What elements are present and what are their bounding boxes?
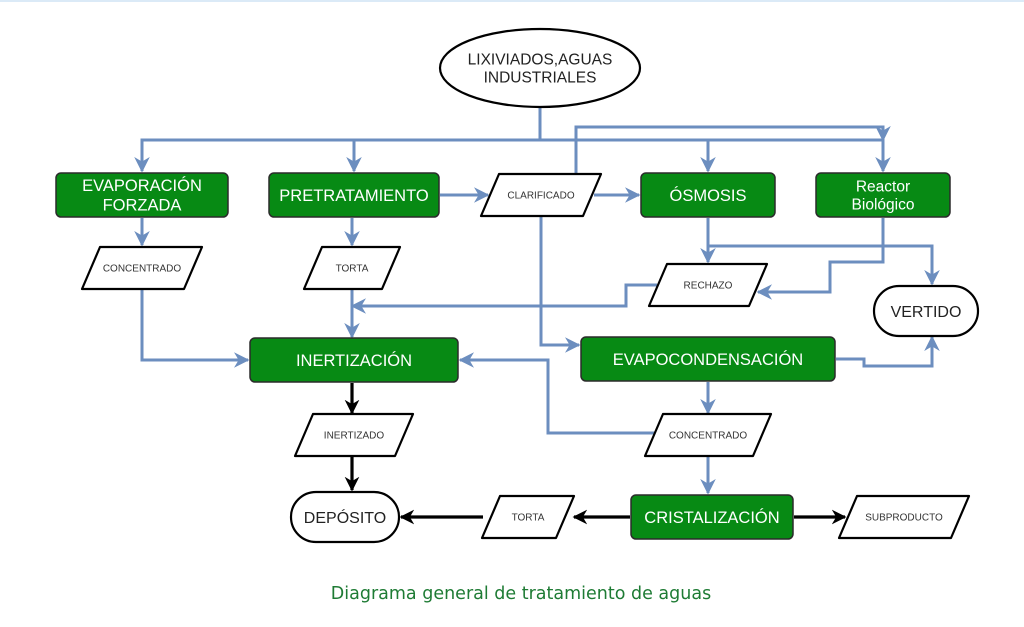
process-box [640,172,776,218]
node-osmosis: ÓSMOSIS [640,172,776,218]
node-pretratamiento: PRETRATAMIENTO [268,172,440,218]
edge-evapocondensacion-to-vertido [836,335,940,368]
edge-clarificado-to-reactor [574,125,891,174]
diagram-caption: Diagrama general de tratamiento de aguas [0,584,1024,604]
process-box [55,172,229,218]
data-parallelogram [643,412,773,458]
node-vertido: VERTIDO [872,284,980,338]
node-label: Reactor [856,178,910,195]
node-rechazo: RECHAZO [647,262,769,308]
node-label: CONCENTRADO [669,431,748,442]
node-evapocondensacion: EVAPOCONDENSACIÓN [580,336,836,382]
node-label: DEPÓSITO [304,508,386,527]
connectors [134,108,940,525]
node-inertizacion: INERTIZACIÓN [249,337,459,383]
data-parallelogram [293,412,415,458]
node-label: TORTA [512,513,545,524]
process-box [268,172,440,218]
data-parallelogram [80,245,204,291]
process-box [580,336,836,382]
node-torta1: TORTA [302,245,402,291]
node-label: INERTIZACIÓN [296,351,412,370]
terminal-shape [872,284,980,338]
edge-osmosis-to-vertido [708,244,940,286]
node-label: Biológico [852,197,915,214]
node-clarificado: CLARIFICADO [479,172,603,218]
caption-text: Diagrama general de tratamiento de aguas [330,584,712,604]
node-source: LIXIVIADOS,AGUAS INDUSTRIALES [438,27,642,109]
node-cristalizacion: CRISTALIZACIÓN [630,494,794,540]
data-parallelogram [480,494,576,540]
edge-concentrado1-to-inertizacion [140,290,250,368]
terminal-shape [289,490,401,544]
node-label: INERTIZADO [324,431,385,442]
node-concentrado2: CONCENTRADO [643,412,773,458]
node-inertizado: INERTIZADO [293,412,415,458]
edge-clarificado-to-evapocondensacion [539,216,581,353]
node-label: SUBPRODUCTO [865,513,943,524]
node-label: CLARIFICADO [507,191,574,202]
node-label: PRETRATAMIENTO [279,187,429,205]
edge-reactor-to-rechazo [756,218,885,300]
edge-source-to-reactor [708,138,891,173]
edge-source-to-evaporacion [134,108,542,173]
node-label: TORTA [336,264,369,275]
data-parallelogram [647,262,769,308]
process-box [815,172,951,218]
node-label: CONCENTRADO [103,264,182,275]
process-box [630,494,794,540]
node-deposito: DEPÓSITO [289,490,401,544]
node-label: CRISTALIZACIÓN [644,508,779,527]
top-border [0,0,1024,2]
node-label: RECHAZO [684,281,733,292]
node-label: LIXIVIADOS,AGUAS [468,51,613,68]
node-torta2: TORTA [480,494,576,540]
node-label: VERTIDO [891,304,962,321]
edge-concentrado2-to-inertizacion [458,352,658,435]
data-parallelogram [837,494,971,540]
edge-source-to-osmosis [540,138,716,173]
process-box [249,337,459,383]
node-label: EVAPORACIÓN [82,176,202,195]
node-evaporacion: EVAPORACIÓN FORZADA [55,172,229,218]
node-label: INDUSTRIALES [484,70,597,87]
data-parallelogram [302,245,402,291]
node-subproducto: SUBPRODUCTO [837,494,971,540]
node-concentrado1: CONCENTRADO [80,245,204,291]
node-label: EVAPOCONDENSACIÓN [613,350,803,369]
node-label: FORZADA [103,197,182,215]
data-parallelogram [479,172,603,218]
start-ellipse [438,27,642,109]
nodes: LIXIVIADOS,AGUAS INDUSTRIALES EVAPORACIÓN F… [55,27,980,544]
node-label: ÓSMOSIS [669,186,746,205]
edge-rechazo-to-inertizacion [350,283,657,314]
